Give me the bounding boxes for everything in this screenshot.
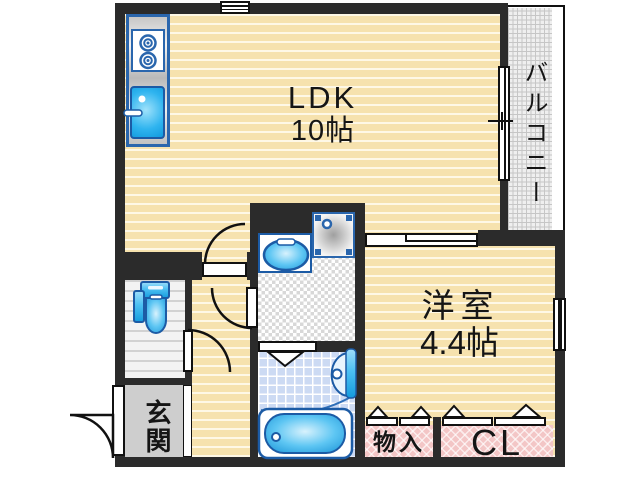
washbasin-counter	[258, 233, 312, 273]
window-western-right	[553, 298, 566, 351]
wall-left	[115, 3, 125, 467]
closet-floor	[441, 425, 553, 458]
entrance-label: 玄関	[142, 399, 172, 455]
storage-door-panel	[366, 417, 398, 426]
balcony-label: バルコニー	[520, 60, 547, 210]
entrance-floor	[125, 385, 183, 457]
ldk-size-label: 10帖	[290, 115, 356, 147]
entrance-step	[183, 385, 192, 457]
sliding-door-ldk-western	[365, 233, 478, 247]
sliding-door-step	[405, 235, 408, 241]
western-room-size-label: 4.4帖	[420, 324, 499, 361]
entrance-door-swing	[69, 413, 115, 459]
window-pane-line	[222, 8, 248, 10]
closet-label: CL	[470, 422, 524, 463]
kitchen-sink-icon	[130, 86, 165, 139]
window-balcony-door	[498, 66, 510, 181]
window-kitchen-top	[220, 1, 250, 14]
wall-closet-divider	[433, 417, 441, 462]
sliding-door-track	[405, 240, 476, 242]
balcony-hatch-floor	[508, 8, 552, 232]
window-pane-line	[222, 5, 248, 7]
wall-toilet-bottom	[115, 378, 192, 385]
window-pane-line	[558, 300, 560, 349]
door-leaf-washroom	[246, 287, 258, 328]
door-leaf-ldk	[202, 262, 247, 277]
door-leaf-entrance	[112, 385, 125, 456]
ldk-label: LDK	[287, 80, 358, 115]
storage-floor	[365, 425, 433, 458]
washing-machine-space	[312, 212, 355, 258]
door-leaf-toilet	[183, 330, 193, 372]
wall-bottom	[115, 457, 565, 467]
window-pane-line	[560, 300, 562, 349]
storage-door-panel	[399, 417, 430, 426]
wall-western-right	[555, 245, 565, 457]
closet-door-panel	[442, 417, 493, 426]
kitchen-stove-icon	[131, 29, 165, 72]
bathroom-floor	[258, 352, 355, 458]
wall-balcony-bottom	[478, 230, 565, 246]
wall-above-toilet	[125, 252, 202, 280]
closet-door-panel	[494, 417, 546, 426]
wall-washroom-right	[355, 203, 365, 457]
toilet-floor	[125, 280, 185, 378]
wall-washroom-left	[250, 203, 258, 457]
storage-label: 物入	[373, 429, 425, 455]
wall-top	[115, 3, 508, 14]
window-pane-line	[504, 68, 506, 179]
western-room-label: 洋室	[421, 287, 500, 324]
door-bar-bathroom	[258, 341, 317, 352]
